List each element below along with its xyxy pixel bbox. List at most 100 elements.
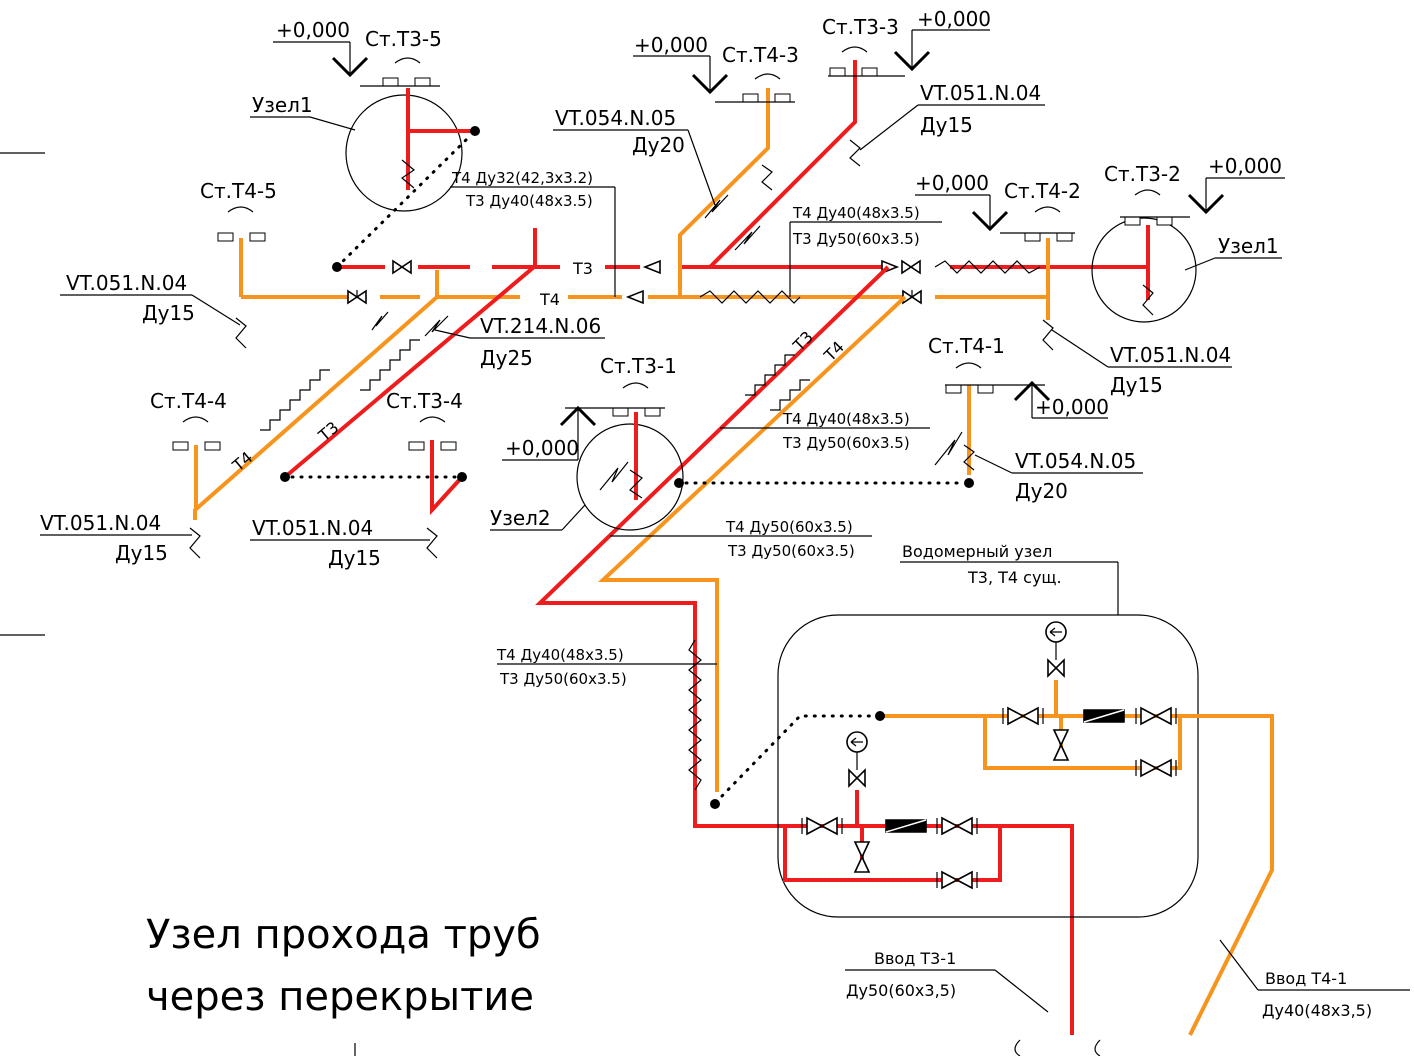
meter-title: Водомерный узел (902, 542, 1052, 561)
riser-label: Ст.Т4-3 (722, 43, 799, 67)
dotted-link (720, 714, 875, 798)
t3-diagonal-left (283, 228, 537, 479)
valve-code: VT.051.N.04 (1110, 343, 1231, 367)
gate-valve-icon (392, 259, 412, 275)
inlet-t3-dn: Ду50(60х3,5) (846, 981, 956, 1000)
flow-arrow-icon (642, 259, 661, 275)
pipe-break-icon (1094, 1039, 1101, 1056)
valve-code: VT.214.N.06 (480, 314, 601, 338)
riser-label: Ст.Т3-1 (600, 354, 677, 378)
dotted-link (335, 138, 468, 269)
pipe-spec: Т3 Ду40(48х3.5) (465, 192, 593, 210)
riser-t3-4-pipe (430, 440, 464, 516)
pipe-spec: Т4 Ду50(60х3.5) (725, 518, 853, 536)
valve-dn: Ду20 (1015, 479, 1068, 503)
elevation-label: +0,000 (915, 171, 989, 195)
riser-t3-3-pipe (708, 60, 857, 269)
t3-main-tag: Т3 (572, 259, 593, 278)
insulation-step-icon (770, 379, 810, 411)
leader-lines (40, 104, 1410, 1056)
pipe-spec: Т3 Ду50(60х3.5) (792, 230, 920, 248)
valve-dn: Ду15 (328, 546, 381, 570)
riser-t4-3-pipe (678, 88, 770, 297)
caption-line1: Узел прохода труб (146, 912, 541, 958)
node-label: Узел1 (1218, 234, 1279, 258)
valve-dn: Ду15 (920, 113, 973, 137)
drain-valve-icon (1142, 284, 1154, 316)
compensator-icon (688, 639, 702, 791)
drain-valve-icon (400, 159, 416, 189)
drain-valve-icon (426, 527, 438, 559)
elevation-label: +0,000 (1035, 395, 1109, 419)
valve-icon (371, 311, 389, 331)
t4-diag1-tag: Т4 (228, 448, 256, 476)
valve-code: VT.051.N.04 (920, 81, 1041, 105)
valve-icon (629, 469, 643, 499)
valve-code: VT.051.N.04 (66, 271, 187, 295)
connection-dot (710, 799, 720, 809)
valve-icon (963, 444, 975, 471)
valve-dn: Ду15 (142, 301, 195, 325)
connection-dot (964, 478, 974, 488)
drain-valve-icon (1042, 319, 1054, 351)
elevation-label: +0,000 (917, 7, 991, 31)
valve-code: VT.051.N.04 (40, 511, 161, 535)
connection-dot (280, 472, 290, 482)
pipe-spec: Т4 Ду32(42,3х3.2) (451, 169, 593, 187)
valve-code: VT.054.N.05 (555, 106, 676, 130)
inlet-t4-dn: Ду40(48х3,5) (1262, 1001, 1372, 1020)
connection-dot (674, 478, 684, 488)
pipe-spec: Т4 Ду40(48х3.5) (496, 646, 624, 664)
riser-heads (172, 46, 1190, 510)
valve-dn: Ду15 (1110, 373, 1163, 397)
elevation-label: +0,000 (634, 33, 708, 57)
compensator-icon (699, 290, 801, 304)
meter-subtitle: Т3, Т4 сущ. (967, 568, 1062, 587)
pipe-break-icon (1014, 1039, 1021, 1056)
t4-feed-pipe (597, 295, 907, 792)
gate-valve-icon (901, 259, 921, 275)
node2-circle (576, 423, 684, 531)
flow-arrow-icon (625, 289, 644, 305)
elevation-label: +0,000 (276, 18, 350, 42)
insulation-step-icon (260, 369, 330, 431)
valve-icon (599, 461, 629, 491)
node1-left-circle (345, 94, 463, 212)
t3-diag1-tag: Т3 (314, 418, 342, 446)
valve-dn: Ду20 (632, 133, 685, 157)
pipe-spec: Т4 Ду40(48х3.5) (792, 204, 920, 222)
meter-unit-frame (777, 614, 1199, 918)
t4-diagonal-left (193, 270, 439, 520)
inlet-t4-name: Ввод Т4-1 (1265, 969, 1347, 988)
valve-icon (761, 164, 773, 191)
valve-icon (704, 194, 729, 219)
caption-line2: через перекрытие (146, 974, 534, 1020)
connection-dot (875, 711, 885, 721)
riser-label: Ст.Т4-1 (928, 334, 1005, 358)
riser-label: Ст.Т4-4 (150, 389, 227, 413)
pipe-spec: Т4 Ду40(48х3.5) (782, 410, 910, 428)
node1-right-circle (1091, 217, 1197, 323)
connection-dot (457, 472, 467, 482)
meter-fittings (801, 621, 1177, 890)
connection-dot (470, 126, 480, 136)
riser-label: Ст.Т4-5 (200, 179, 277, 203)
valve-dn: Ду25 (480, 346, 533, 370)
elevation-markers (273, 29, 1285, 461)
drain-valve-icon (235, 317, 247, 349)
inlet-t3-name: Ввод Т3-1 (874, 949, 956, 968)
node-label: Узел1 (252, 93, 313, 117)
compensator-icon (934, 260, 1041, 274)
t3-meter-pipe (783, 826, 1002, 882)
valve-code: VT.054.N.05 (1015, 449, 1136, 473)
pipe-spec: Т3 Ду50(60х3.5) (782, 434, 910, 452)
valve-code: VT.051.N.04 (252, 516, 373, 540)
riser-label: Ст.Т3-3 (822, 15, 899, 39)
insulation-step-icon (745, 354, 795, 396)
pipe-spec: Т3 Ду50(60х3.5) (499, 670, 627, 688)
drain-valve-icon (189, 527, 201, 559)
elevation-label: +0,000 (1208, 154, 1282, 178)
valve-icon (424, 315, 449, 337)
insulation-step-icon (360, 339, 420, 391)
